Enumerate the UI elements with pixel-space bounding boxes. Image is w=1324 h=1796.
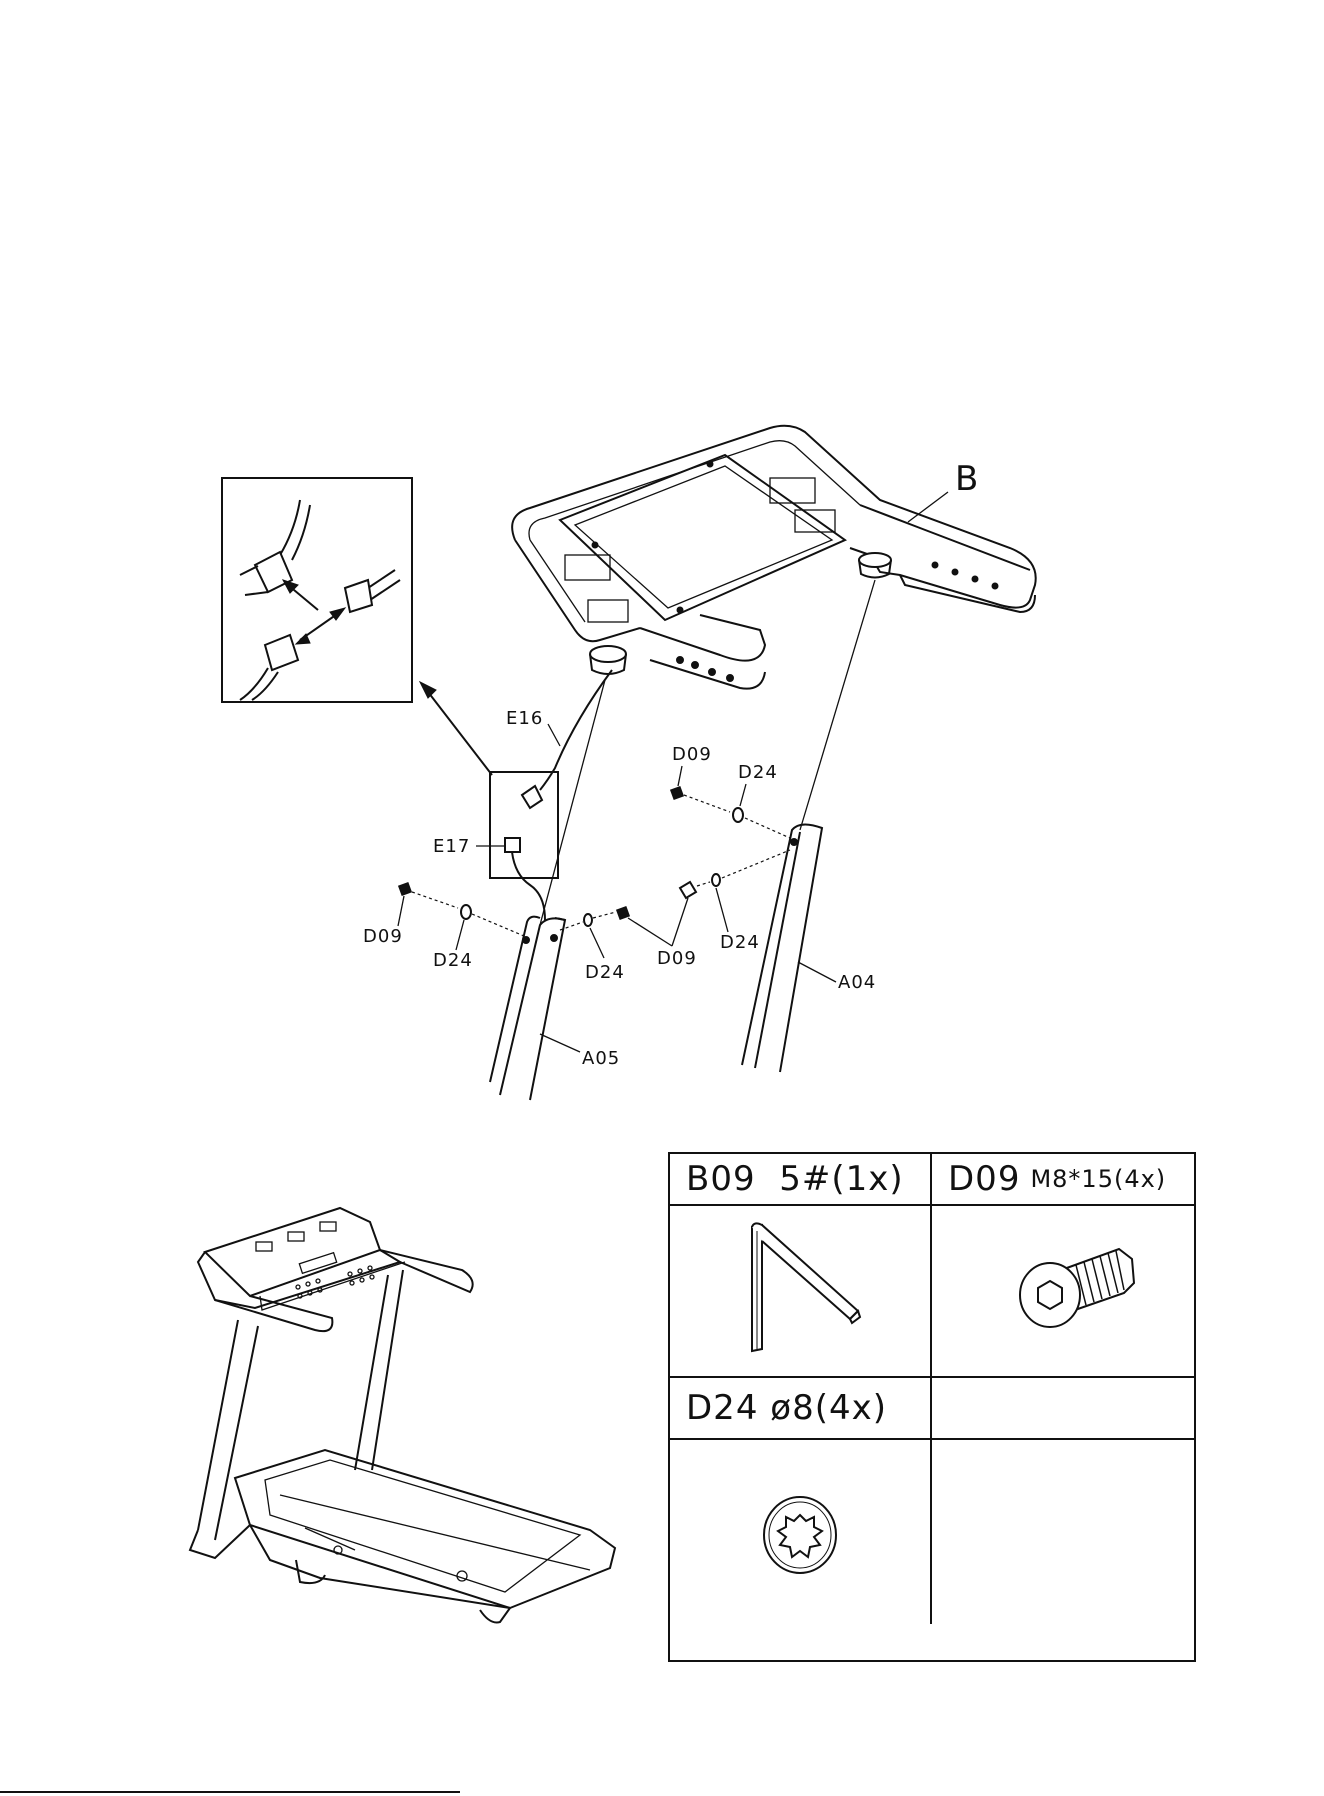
bolt-d09-mid [680,850,790,898]
label-d09-center: D09 [657,948,697,969]
parts-header-b09: B09 5#(1x) [670,1154,932,1206]
part-code-b09: B09 [686,1159,756,1199]
part-spec-d09: M8*15(4x) [1030,1165,1166,1193]
label-d24-top: D24 [738,762,778,783]
parts-pic-d09 [932,1206,1196,1378]
parts-table: B09 5#(1x) D09 M8*15(4x) D24 ø8(4x) [668,1152,1196,1662]
allen-key-icon [700,1211,900,1371]
label-a05: A05 [582,1048,620,1069]
bolt-d09-center [560,907,629,930]
inset-arrow [425,688,492,775]
label-e16: E16 [506,708,543,729]
connector-inset [222,478,412,702]
bolt-d09-top [671,787,790,838]
parts-header-d24: D24 ø8(4x) [670,1378,932,1440]
label-d24-right: D24 [720,932,760,953]
parts-header-empty [932,1378,1196,1440]
label-e17: E17 [433,836,470,857]
label-d24-center: D24 [585,962,625,983]
part-spec-d24: ø8(4x) [770,1388,887,1428]
part-spec-b09: 5#(1x) [779,1159,903,1199]
parts-header-d09: D09 M8*15(4x) [932,1154,1196,1206]
part-code-d09: D09 [948,1159,1020,1199]
part-code-d24: D24 [686,1388,758,1428]
upright-a05 [490,917,565,1100]
label-d09-top: D09 [672,744,712,765]
parts-pic-b09 [670,1206,932,1378]
label-d24-left: D24 [433,950,473,971]
button-head-bolt-icon [964,1211,1164,1371]
label-a04: A04 [838,972,876,993]
label-b: B [955,459,978,499]
parts-pic-empty [932,1440,1196,1624]
parts-pic-d24 [670,1440,932,1624]
label-d09-left: D09 [363,926,403,947]
treadmill-overview [190,1208,615,1623]
lock-washer-icon [700,1447,900,1617]
page-bottom-rule [0,1791,460,1793]
